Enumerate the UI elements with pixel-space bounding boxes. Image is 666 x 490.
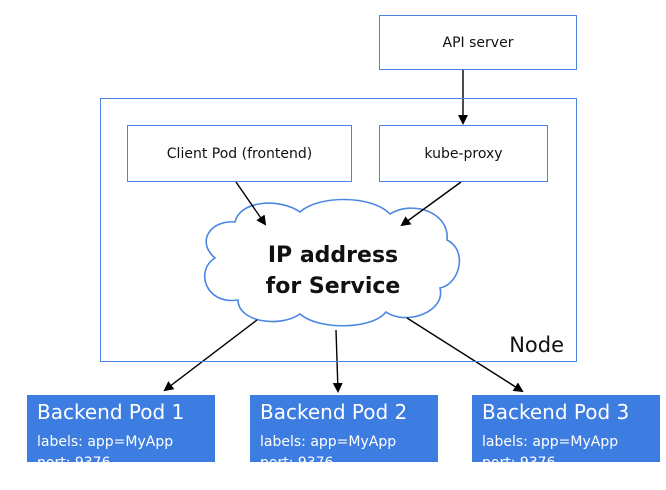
backend-pod-2: Backend Pod 2 labels: app=MyApp port: 93…: [250, 395, 438, 471]
backend-pod-3-port: port: 9376: [482, 455, 556, 471]
backend-pod-2-labels: labels: app=MyApp: [260, 434, 397, 450]
arrow-client-to-service: [235, 181, 267, 226]
kube-proxy-box: kube-proxy: [379, 125, 548, 182]
service-cloud-line1: IP address: [268, 243, 398, 268]
backend-pod-2-title: Backend Pod 2: [260, 400, 408, 424]
backend-pod-3-labels: labels: app=MyApp: [482, 434, 619, 450]
arrow-service-to-backend-3: [406, 317, 524, 393]
backend-pod-1-port: port: 9376: [37, 455, 111, 471]
api-server-box: API server: [379, 15, 577, 70]
kube-proxy-label: kube-proxy: [424, 145, 503, 162]
service-cloud-line2: for Service: [266, 274, 401, 299]
backend-pod-1-labels: labels: app=MyApp: [37, 434, 174, 450]
node-box: Node: [100, 98, 577, 362]
arrow-service-to-backend-1: [163, 319, 258, 392]
backend-pod-3: Backend Pod 3 labels: app=MyApp port: 93…: [472, 395, 660, 471]
service-cloud-shape: [204, 198, 461, 327]
backend-pod-1-title: Backend Pod 1: [37, 400, 185, 424]
client-pod-label: Client Pod (frontend): [166, 145, 313, 162]
arrow-proxy-to-service: [400, 181, 462, 227]
api-server-label: API server: [442, 34, 514, 51]
backend-pod-2-port: port: 9376: [260, 455, 334, 471]
backend-pod-1: Backend Pod 1 labels: app=MyApp port: 93…: [27, 395, 215, 471]
client-pod-box: Client Pod (frontend): [127, 125, 352, 182]
node-label: Node: [509, 333, 564, 357]
arrow-service-to-backend-2: [332, 329, 343, 393]
backend-pod-3-title: Backend Pod 3: [482, 400, 630, 424]
